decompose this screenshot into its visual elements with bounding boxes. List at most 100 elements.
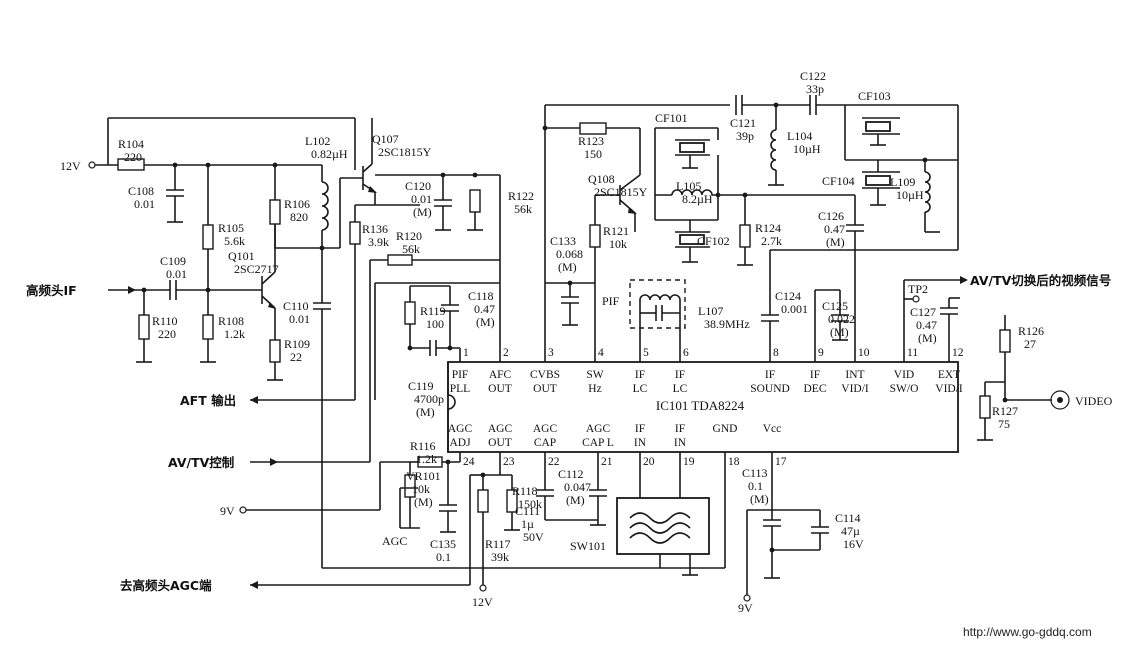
video-section: [903, 276, 1070, 441]
terminal-video: VIDEO: [1075, 394, 1113, 408]
component-ref-c125: C125: [822, 299, 848, 313]
component-ref-c127: C127: [910, 305, 936, 319]
ic-pin-label: Hz: [588, 383, 601, 395]
ic-pin-label: IF: [635, 423, 645, 435]
component-ref-sw101: SW101: [570, 539, 606, 553]
component-ref-cf103: CF103: [858, 89, 891, 103]
component-ref-l109: L109: [890, 175, 915, 189]
component-value: 22: [290, 350, 302, 364]
component-value: 1.2k: [224, 327, 245, 341]
component-note: (M): [416, 405, 435, 419]
component-value: 150k: [518, 497, 542, 511]
ic-pin-label: OUT: [488, 437, 512, 449]
ic-pin-label: DEC: [804, 383, 827, 395]
ic-pin-label: PLL: [450, 383, 470, 395]
component-ref-c114: C114: [835, 511, 861, 525]
component-ref-c120: C120: [405, 179, 431, 193]
component-value: 0.01: [166, 267, 187, 281]
component-note: (M): [558, 260, 577, 274]
ic-body: [447, 361, 959, 453]
ic-pin-number: 18: [728, 456, 740, 468]
component-ref-r119: R119: [420, 304, 446, 318]
ic-pin-number: 1: [463, 347, 469, 359]
terminal-9v-left: 9V: [220, 504, 235, 518]
component-ref-c124: C124: [775, 289, 801, 303]
component-value: 820: [290, 210, 308, 224]
component-value: 100: [426, 317, 444, 331]
ic-pin-label: IF: [810, 369, 820, 381]
ic-pin-label: AGC: [488, 423, 513, 435]
component-ref-c112: C112: [558, 467, 584, 481]
component-note: (M): [566, 493, 585, 507]
terminal-switched-video: AV/TV切换后的视频信号: [970, 273, 1111, 288]
component-ref-l105: L105: [676, 179, 701, 193]
component-ref-vr101: VR101: [406, 469, 441, 483]
pll-section: [404, 285, 461, 452]
terminal-12v-top: 12V: [60, 159, 81, 173]
ic-pin-label: AGC: [533, 423, 558, 435]
terminal-12v-bottom: 12V: [472, 595, 493, 609]
ic-pin-number: 24: [463, 456, 475, 468]
component-value: 2SC1815Y: [594, 185, 648, 199]
component-value: 27: [1024, 337, 1036, 351]
component-ref-c122: C122: [800, 69, 826, 83]
ic-pin-label: CAP: [534, 437, 556, 449]
component-ref-c135: C135: [430, 537, 456, 551]
component-value: 56k: [402, 242, 420, 256]
component-ref-c118: C118: [468, 289, 494, 303]
terminal-agc-tuner: 去高频头AGC端: [120, 578, 212, 593]
ic-pin-label: VID/I: [935, 383, 963, 395]
terminal-9v-bottom: 9V: [738, 601, 753, 615]
component-value: 3.9k: [368, 235, 389, 249]
component-ref-q101: Q101: [228, 249, 255, 263]
component-value: 56k: [514, 202, 532, 216]
component-value: 10µH: [793, 142, 821, 156]
component-ref-r136: R136: [362, 222, 388, 236]
component-ref-r121: R121: [603, 224, 629, 238]
component-ref-r106: R106: [284, 197, 310, 211]
ic-pin-label: VID: [894, 369, 914, 381]
component-note: (M): [918, 331, 937, 345]
component-note: 50V: [523, 530, 544, 544]
ic-pin-number: 17: [775, 456, 787, 468]
terminal-tp2: TP2: [908, 282, 928, 296]
component-value: 47µ: [841, 524, 860, 538]
ic-pin-label: IF: [765, 369, 775, 381]
terminal-av-tv-control: AV/TV控制: [168, 455, 234, 470]
ic-pin-label: SW/O: [890, 383, 919, 395]
component-value: 8.2µH: [682, 192, 713, 206]
ic-pin-label: IN: [674, 437, 687, 449]
ic-pin-number: 23: [503, 456, 515, 468]
component-value: 5.6k: [224, 234, 245, 248]
ic-pin-number: 8: [773, 347, 779, 359]
terminal-if-in: 高频头IF: [26, 283, 77, 298]
component-value: 0.82µH: [311, 147, 348, 161]
component-note: 16V: [843, 537, 864, 551]
watermark-url: http://www.go-gddq.com: [963, 625, 1092, 639]
ic-pin-label: EXT: [938, 369, 960, 381]
terminal-aft-output: AFT 输出: [180, 393, 236, 408]
component-value: 0.022: [828, 312, 855, 326]
ic-top-pins: 1PIFPLL2AFCOUT3CVBSOUT4SWHz5IFLC6IFLC8IF…: [450, 347, 964, 395]
component-ref-c113: C113: [742, 466, 768, 480]
component-ref-cf104: CF104: [822, 174, 855, 188]
component-ref-r123: R123: [578, 134, 604, 148]
ic-pin-label: INT: [845, 369, 864, 381]
component-ref-c109: C109: [160, 254, 186, 268]
ic-pin-number: 5: [643, 347, 649, 359]
ic-pin-label: OUT: [533, 383, 557, 395]
component-value: 2SC2717: [234, 262, 279, 276]
ic-pin-number: 2: [503, 347, 509, 359]
ic-pin-number: 11: [907, 347, 918, 359]
ic-pin-number: 3: [548, 347, 554, 359]
component-value: 0.01: [289, 312, 310, 326]
bottom-section: [239, 452, 829, 602]
ic-pin-number: 20: [643, 456, 655, 468]
component-value: 0.47: [824, 222, 845, 236]
component-ref-c121: C121: [730, 116, 756, 130]
component-value: 39k: [491, 550, 509, 564]
component-value: 0.01: [134, 197, 155, 211]
component-value: 150: [584, 147, 602, 161]
component-ref-q108: Q108: [588, 172, 615, 186]
